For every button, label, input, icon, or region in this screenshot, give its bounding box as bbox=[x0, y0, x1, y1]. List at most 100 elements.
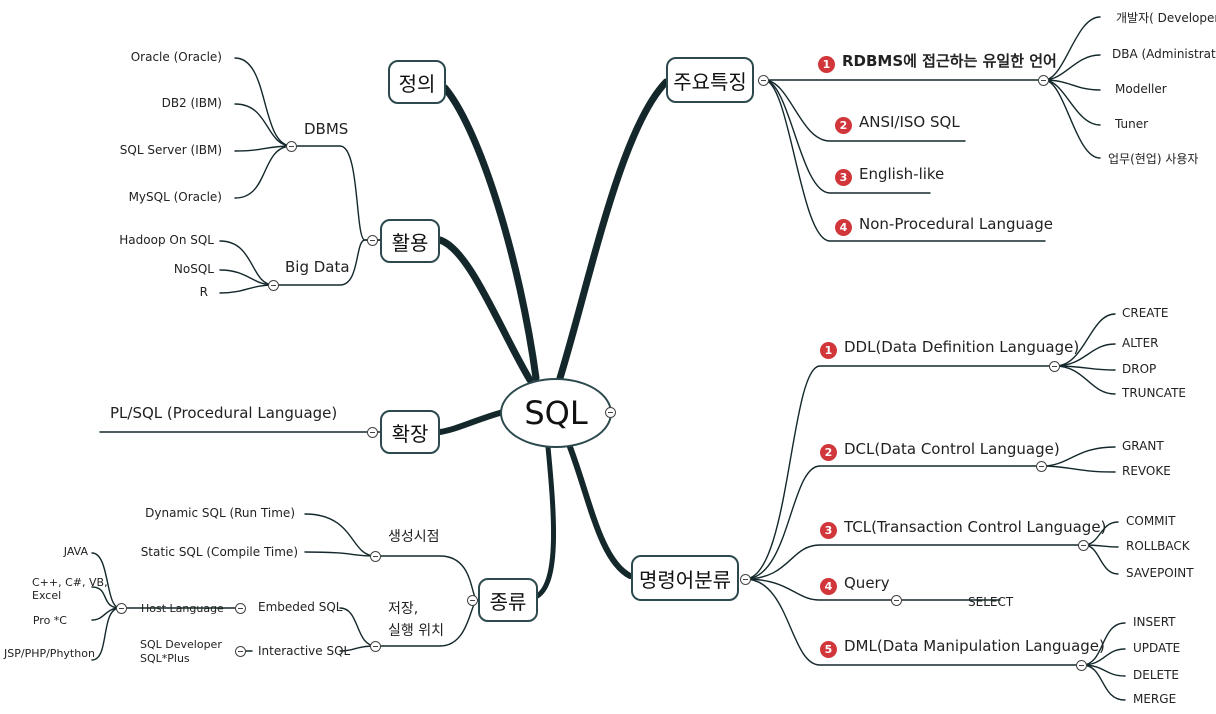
user-item[interactable]: DBA (Administrator) bbox=[1112, 47, 1216, 61]
collapse-toggle-ddl[interactable] bbox=[1049, 361, 1060, 372]
topic-commands[interactable]: 명령어분류 bbox=[631, 555, 739, 601]
embedded-sql-label[interactable]: Embeded SQL bbox=[258, 600, 343, 614]
collapse-toggle-generation-time[interactable] bbox=[370, 551, 381, 562]
dbms-label[interactable]: DBMS bbox=[304, 120, 349, 138]
collapse-toggle-embedded[interactable] bbox=[235, 603, 246, 614]
dcl-child[interactable]: GRANT bbox=[1122, 439, 1164, 453]
branch-usage bbox=[436, 236, 534, 384]
collapse-toggle-features[interactable] bbox=[758, 75, 769, 86]
badge-4-icon: 4 bbox=[835, 219, 852, 236]
bigdata-label[interactable]: Big Data bbox=[285, 258, 350, 276]
sqlplus-label[interactable]: SQL*Plus bbox=[140, 652, 190, 665]
command-label: DML(Data Manipulation Language) bbox=[844, 637, 1105, 655]
host-item[interactable]: Pro *C bbox=[32, 614, 67, 627]
location-label-line1[interactable]: 저장, bbox=[388, 601, 419, 617]
interactive-sql-label[interactable]: Interactive SQL bbox=[258, 644, 351, 658]
collapse-toggle-query[interactable] bbox=[891, 595, 902, 606]
branch-features bbox=[556, 78, 670, 382]
dml-child[interactable]: UPDATE bbox=[1133, 641, 1181, 655]
static-sql-label[interactable]: Static SQL (Compile Time) bbox=[140, 545, 298, 559]
collapse-toggle-host-language[interactable] bbox=[116, 603, 127, 614]
dcl-child[interactable]: REVOKE bbox=[1122, 464, 1171, 478]
command-item-dml[interactable]: 5 DML(Data Manipulation Language) bbox=[820, 637, 1105, 658]
collapse-toggle-tcl[interactable] bbox=[1078, 540, 1089, 551]
badge-2-icon: 2 bbox=[820, 444, 837, 461]
dbms-item[interactable]: MySQL (Oracle) bbox=[128, 190, 222, 204]
collapse-toggle-commands[interactable] bbox=[740, 574, 751, 585]
command-item-ddl[interactable]: 1 DDL(Data Definition Language) bbox=[820, 338, 1079, 359]
collapse-toggle-dbms[interactable] bbox=[286, 141, 297, 152]
topic-extension[interactable]: 확장 bbox=[380, 410, 440, 454]
branch-commands bbox=[567, 444, 633, 579]
topic-definition[interactable]: 정의 bbox=[388, 60, 446, 104]
feature-label: Non-Procedural Language bbox=[859, 215, 1053, 233]
feature-label: ANSI/ISO SQL bbox=[859, 113, 960, 131]
tcl-child[interactable]: SAVEPOINT bbox=[1126, 566, 1194, 580]
command-label: DDL(Data Definition Language) bbox=[844, 338, 1080, 356]
ddl-child[interactable]: DROP bbox=[1122, 362, 1157, 376]
collapse-toggle-types[interactable] bbox=[467, 595, 478, 606]
dml-child[interactable]: MERGE bbox=[1133, 692, 1177, 706]
generation-time-label[interactable]: 생성시점 bbox=[388, 529, 440, 545]
dynamic-sql-label[interactable]: Dynamic SQL (Run Time) bbox=[145, 506, 295, 520]
host-language-label[interactable]: Host Language bbox=[141, 602, 224, 615]
tcl-child[interactable]: COMMIT bbox=[1126, 514, 1176, 528]
badge-1-icon: 1 bbox=[818, 56, 835, 73]
collapse-toggle-location[interactable] bbox=[370, 641, 381, 652]
ddl-child[interactable]: TRUNCATE bbox=[1122, 386, 1186, 400]
host-item[interactable]: JAVA bbox=[63, 545, 88, 558]
branch-types bbox=[530, 444, 557, 601]
dbms-item[interactable]: Oracle (Oracle) bbox=[130, 50, 222, 64]
command-label: Query bbox=[844, 574, 890, 592]
collapse-toggle-extension[interactable] bbox=[367, 427, 378, 438]
tcl-child[interactable]: ROLLBACK bbox=[1126, 539, 1190, 553]
dbms-item[interactable]: SQL Server (IBM) bbox=[119, 143, 222, 157]
command-item-query[interactable]: 4 Query bbox=[820, 574, 890, 595]
collapse-toggle-center[interactable] bbox=[605, 407, 616, 418]
dml-child[interactable]: INSERT bbox=[1133, 615, 1176, 629]
feature-item-1[interactable]: 1 RDBMS에 접근하는 유일한 언어 bbox=[818, 50, 1057, 73]
badge-1-icon: 1 bbox=[820, 342, 837, 359]
host-item[interactable]: JSP/PHP/Phython bbox=[4, 647, 95, 660]
collapse-toggle-feature-1[interactable] bbox=[1038, 75, 1049, 86]
host-item[interactable]: Excel bbox=[32, 589, 62, 602]
sql-developer-label[interactable]: SQL Developer bbox=[140, 638, 222, 651]
collapse-toggle-dcl[interactable] bbox=[1036, 461, 1047, 472]
badge-3-icon: 3 bbox=[820, 522, 837, 539]
bigdata-item[interactable]: Hadoop On SQL bbox=[119, 233, 214, 247]
badge-4-icon: 4 bbox=[820, 578, 837, 595]
dbms-item[interactable]: DB2 (IBM) bbox=[161, 96, 222, 110]
location-label-line2[interactable]: 실행 위치 bbox=[388, 623, 444, 639]
topic-types[interactable]: 종류 bbox=[478, 578, 538, 622]
topic-usage[interactable]: 활용 bbox=[380, 219, 440, 263]
badge-5-icon: 5 bbox=[820, 641, 837, 658]
command-label: TCL(Transaction Control Language) bbox=[844, 518, 1107, 536]
topic-features[interactable]: 주요특징 bbox=[666, 57, 754, 103]
user-item[interactable]: Tuner bbox=[1115, 117, 1149, 131]
bigdata-item[interactable]: NoSQL bbox=[173, 262, 214, 276]
dml-child[interactable]: DELETE bbox=[1133, 668, 1180, 682]
collapse-toggle-dml[interactable] bbox=[1076, 660, 1087, 671]
feature-item-4[interactable]: 4 Non-Procedural Language bbox=[835, 215, 1053, 236]
bigdata-item[interactable]: R bbox=[199, 285, 208, 299]
plsql-label[interactable]: PL/SQL (Procedural Language) bbox=[110, 404, 338, 422]
ddl-child[interactable]: ALTER bbox=[1122, 336, 1159, 350]
collapse-toggle-usage[interactable] bbox=[367, 235, 378, 246]
user-item[interactable]: 개발자( Developer) bbox=[1116, 11, 1216, 25]
feature-label: RDBMS에 접근하는 유일한 언어 bbox=[842, 52, 1057, 70]
user-item[interactable]: Modeller bbox=[1115, 82, 1167, 96]
ddl-child[interactable]: CREATE bbox=[1122, 306, 1169, 320]
user-item[interactable]: 업무(현업) 사용자 bbox=[1108, 152, 1199, 166]
host-item[interactable]: C++, C#, VB, bbox=[32, 576, 108, 589]
collapse-toggle-bigdata[interactable] bbox=[268, 280, 279, 291]
collapse-toggle-interactive[interactable] bbox=[235, 646, 246, 657]
command-item-tcl[interactable]: 3 TCL(Transaction Control Language) bbox=[820, 518, 1106, 539]
query-child[interactable]: SELECT bbox=[968, 595, 1014, 609]
branch-extension bbox=[437, 409, 506, 435]
center-node-sql[interactable]: SQL bbox=[500, 378, 612, 448]
badge-3-icon: 3 bbox=[835, 169, 852, 186]
